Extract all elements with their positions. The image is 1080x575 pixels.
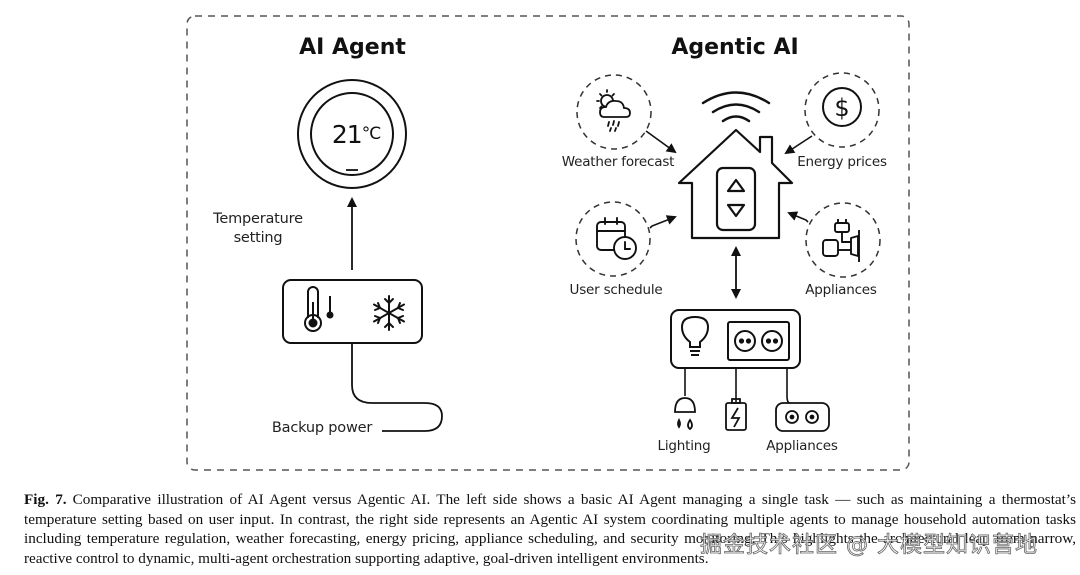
left-panel-title: AI Agent xyxy=(299,35,406,60)
energy-agent: $ xyxy=(784,72,880,155)
agent-label-energy: Energy prices xyxy=(797,154,887,170)
appliance-agent xyxy=(787,202,881,278)
temperature-setting-label-line1: Temperature xyxy=(213,211,303,227)
socket-icon xyxy=(775,402,830,432)
caption-label: Fig. 7. xyxy=(24,491,67,508)
right-panel-title: Agentic AI xyxy=(671,35,799,60)
thermometer-icon xyxy=(304,286,334,332)
battery-icon xyxy=(725,398,747,431)
temperature-value: 21 xyxy=(331,120,363,149)
agent-label-appliances: Appliances xyxy=(805,282,877,298)
temperature-unit: °C xyxy=(361,124,381,144)
watermark: 掘金技术社区 @ 大模型知识营地 xyxy=(700,533,1038,559)
backup-power-cable xyxy=(351,343,443,432)
weather-agent xyxy=(576,74,677,154)
figure-caption: Fig. 7.Comparative illustration of AI Ag… xyxy=(24,490,1076,568)
outlet-icon xyxy=(761,330,783,352)
schedule-agent xyxy=(575,201,677,277)
outlet-icon xyxy=(734,330,756,352)
wifi-icon xyxy=(701,91,771,123)
output-label-lighting: Lighting xyxy=(657,438,711,454)
power-strip xyxy=(670,309,801,404)
light-bulb-icon xyxy=(680,315,710,356)
calendar-clock-icon xyxy=(596,217,637,260)
weather-cloud-sun-rain-icon xyxy=(596,89,631,132)
dollar-icon: $ xyxy=(822,87,862,127)
agent-label-schedule: User schedule xyxy=(569,282,663,298)
temperature-setting-label-line2: setting xyxy=(233,230,283,246)
figure-graphics: $ xyxy=(186,15,910,471)
svg-text:$: $ xyxy=(834,94,849,122)
dashed-frame xyxy=(186,15,910,471)
backup-power-label: Backup power xyxy=(271,420,373,436)
smart-home-icon xyxy=(677,128,794,240)
plug-appliance-icon xyxy=(822,219,860,262)
caption-text: Comparative illustration of AI Agent ver… xyxy=(24,491,1077,567)
lamp-icon xyxy=(674,397,696,431)
thermostat-readout: 21°C xyxy=(318,120,394,149)
figure: $ xyxy=(186,15,910,471)
thermostat-icon xyxy=(297,79,407,189)
agent-label-weather: Weather forecast xyxy=(561,154,675,170)
output-label-appliances: Appliances xyxy=(766,438,838,454)
ac-device-box xyxy=(282,279,423,344)
snowflake-icon xyxy=(373,295,405,331)
